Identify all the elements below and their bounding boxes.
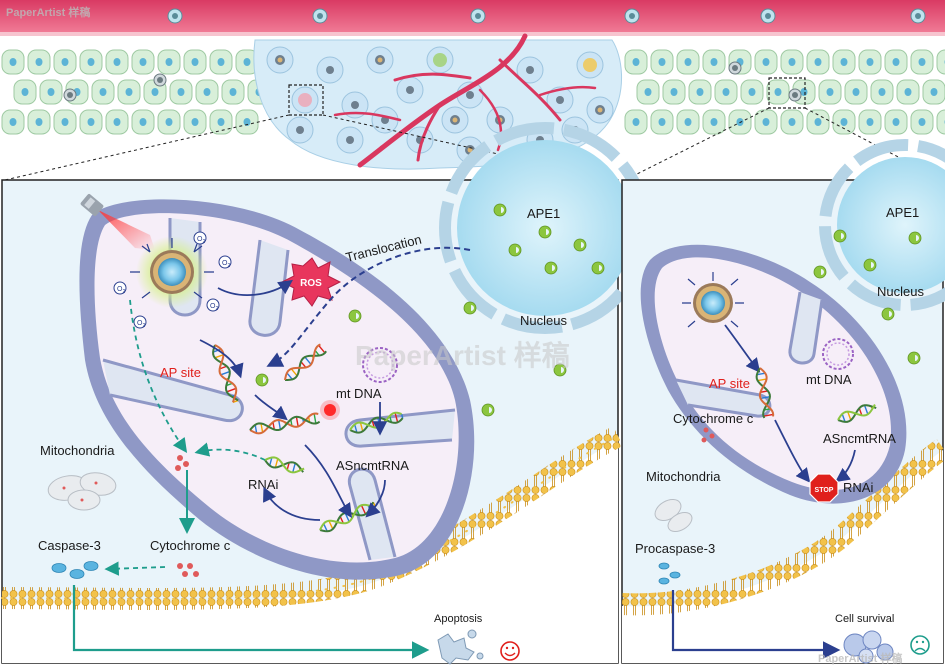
ape1-label: APE1 [886,205,919,220]
ape1-protein [907,351,921,365]
procaspase3-icon [658,562,681,585]
circulating-cells [167,8,926,24]
normal-tissue-right [624,49,945,135]
watermark-bottom-right: PaperArtist 样稿 [818,651,902,665]
mitochondria-label: Mitochondria [646,469,721,484]
cytochrome-c-icon [177,563,199,577]
smile-face-icon [500,641,520,661]
zoom-box-tumor [288,84,324,116]
ape1-protein [538,225,552,239]
nucleus [819,139,945,311]
ape1-protein [813,265,827,279]
dna-helix [755,367,775,419]
asncmtrna-label: ASncmtRNA [336,458,409,473]
translocation-arrow [266,246,471,367]
o2-molecule [133,315,147,329]
o2-molecule [206,298,220,312]
mitochondria-icon [654,499,693,532]
ape1-protein [573,238,587,252]
o2-molecule [193,231,207,245]
apoptosis-label: Apoptosis [434,613,483,625]
ape1-protein [833,229,847,243]
ape1-protein [591,261,605,275]
ape1-proteins [255,203,605,417]
ape1-protein [508,243,522,257]
ape1-protein [881,307,895,321]
o2-molecule [218,255,232,269]
dna-helix [837,404,877,423]
tissue-strip [0,0,945,181]
cell-survival-arrow [671,590,841,659]
sad-face-icon [910,635,930,655]
asncmtrna-label: ASncmtRNA [823,431,896,446]
rnai-label: RNAi [843,480,873,495]
ape1-protein [863,258,877,272]
dna-helix [249,412,321,435]
mt-dna-label: mt DNA [336,386,382,401]
ap-site-label: AP site [709,376,750,391]
ape1-protein [481,403,495,417]
nanoparticle-icon [682,272,744,328]
ape1-protein [553,363,567,377]
nucleus-label: Nucleus [520,313,567,328]
ape1-protein [463,301,477,315]
ap-site-label: AP site [160,365,201,380]
procaspase3-label: Procaspase-3 [635,541,715,556]
watermark-top-left: PaperArtist 样稿 [6,5,90,19]
svg-text:O2: O2 [222,260,230,269]
dna-helix [284,343,327,381]
dna-strands [755,367,877,423]
svg-text:O2: O2 [197,236,205,245]
nanoparticle-icon [130,236,214,308]
dna-helix [264,456,305,474]
mitochondria-label: Mitochondria [40,443,115,458]
ape1-proteins [813,229,922,365]
zoom-box-normal [768,77,806,109]
watermark-center: PaperArtist 样稿 [355,339,570,371]
cytochrome-c-dots [701,427,715,443]
cell-survival-label: Cell survival [835,613,894,625]
cleavage-burst-icon [320,400,340,420]
tumor-vasculature [333,33,597,168]
mt-dna-ring-icon [362,347,398,383]
ape1-protein [348,309,362,323]
caspase3-label: Caspase-3 [38,538,101,553]
ape1-protein [255,373,269,387]
stop-sign-icon: STOP [809,473,839,503]
svg-text:O2: O2 [137,320,145,329]
rnai-label: RNAi [248,477,278,492]
tumor-cells [266,46,614,164]
normal-tissue-left [1,49,271,135]
ape1-protein [493,203,507,217]
nucleus-label: Nucleus [877,284,924,299]
ape1-protein [908,231,922,245]
ape1-protein [544,261,558,275]
surviving-cells-icon [843,630,894,664]
apoptotic-cell-icon [437,629,484,665]
caspase3-icon [51,561,99,579]
ros-label: ROS [300,278,322,289]
laser-source-icon [80,194,155,250]
cytochrome-c-dots [175,455,189,471]
apoptosis-arrow [72,585,430,659]
mitochondria-icon [47,472,117,511]
tissue-cell [936,49,945,75]
mt-dna-ring-icon [822,338,854,370]
cell-membrane [621,439,945,616]
svg-text:O2: O2 [117,286,125,295]
dna-strands [212,343,404,533]
cytochrome-c-label: Cytochrome c [150,538,231,553]
tissue-cell [936,109,945,135]
cytochrome-c-label: Cytochrome c [673,411,754,426]
stop-sign-label: STOP [815,487,834,494]
o2-molecule [113,281,127,295]
ape1-label: APE1 [527,206,560,221]
svg-text:O2: O2 [210,303,218,312]
right-panel-normal-cell: APE1 Nucleus AP site mt DNA Cytochrome c… [621,139,945,664]
mt-dna-label: mt DNA [806,372,852,387]
